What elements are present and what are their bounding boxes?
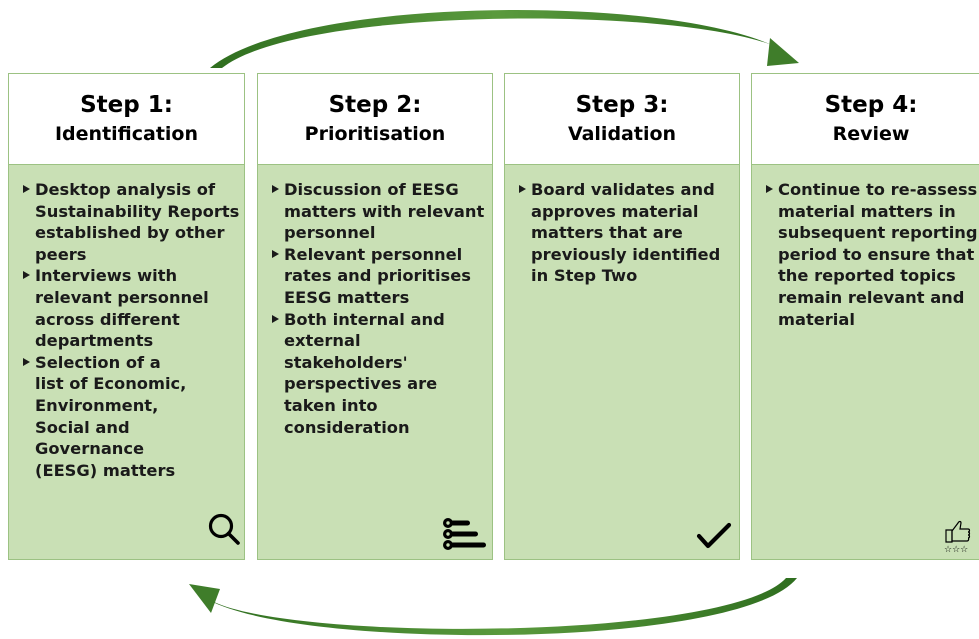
step-2-bullet-2: Relevant personnel rates and prioritises… (271, 244, 488, 309)
step-4-bullets: Continue to re-assess material matters i… (765, 179, 979, 330)
top-arrow (210, 10, 799, 68)
step-3-subtitle: Validation (567, 123, 677, 145)
magnifier-icon (208, 513, 240, 545)
step-4-panel: Step 4: Review Continue to re-assess mat… (751, 73, 979, 560)
step-1-bullet-3: Selection of a list of Economic, Environ… (22, 352, 240, 482)
bottom-arrow (189, 578, 797, 636)
step-4-title: Step 4: (824, 92, 918, 118)
step-3-bullets: Board validates and approves material ma… (518, 179, 735, 287)
step-1-bullet-2: Interviews with relevant personnel acros… (22, 265, 240, 351)
step-1-subtitle: Identification (54, 123, 199, 145)
step-3-title: Step 3: (575, 92, 669, 118)
svg-text:☆☆☆: ☆☆☆ (944, 545, 968, 554)
step-1-panel: Step 1: Identification Desktop analysis … (8, 73, 245, 560)
step-2-bullets: Discussion of EESG matters with relevant… (271, 179, 488, 438)
step-1-bullet-1: Desktop analysis of Sustainability Repor… (22, 179, 240, 265)
ranking-icon (443, 518, 486, 550)
step-1-bullets: Desktop analysis of Sustainability Repor… (22, 179, 240, 481)
step-2-subtitle: Prioritisation (304, 123, 446, 145)
checkmark-icon (696, 522, 732, 549)
step-1-title: Step 1: (80, 92, 173, 118)
step-3-header: Step 3: Validation (505, 74, 739, 165)
step-4-bullet-1: Continue to re-assess material matters i… (765, 179, 979, 330)
step-2-bullet-3: Both internal and external stakeholders'… (271, 309, 488, 439)
thumbs-up-rating-icon: ☆☆☆ (944, 520, 971, 554)
step-4-subtitle: Review (832, 123, 910, 145)
step-2-title: Step 2: (328, 92, 422, 118)
step-2-header: Step 2: Prioritisation (258, 74, 492, 165)
step-3-panel: Step 3: Validation Board validates and a… (504, 73, 740, 560)
step-3-bullet-1: Board validates and approves material ma… (518, 179, 735, 287)
step-2-panel: Step 2: Prioritisation Discussion of EES… (257, 73, 493, 560)
step-1-header: Step 1: Identification (9, 74, 244, 165)
step-4-header: Step 4: Review (752, 74, 979, 165)
step-2-bullet-1: Discussion of EESG matters with relevant… (271, 179, 488, 244)
